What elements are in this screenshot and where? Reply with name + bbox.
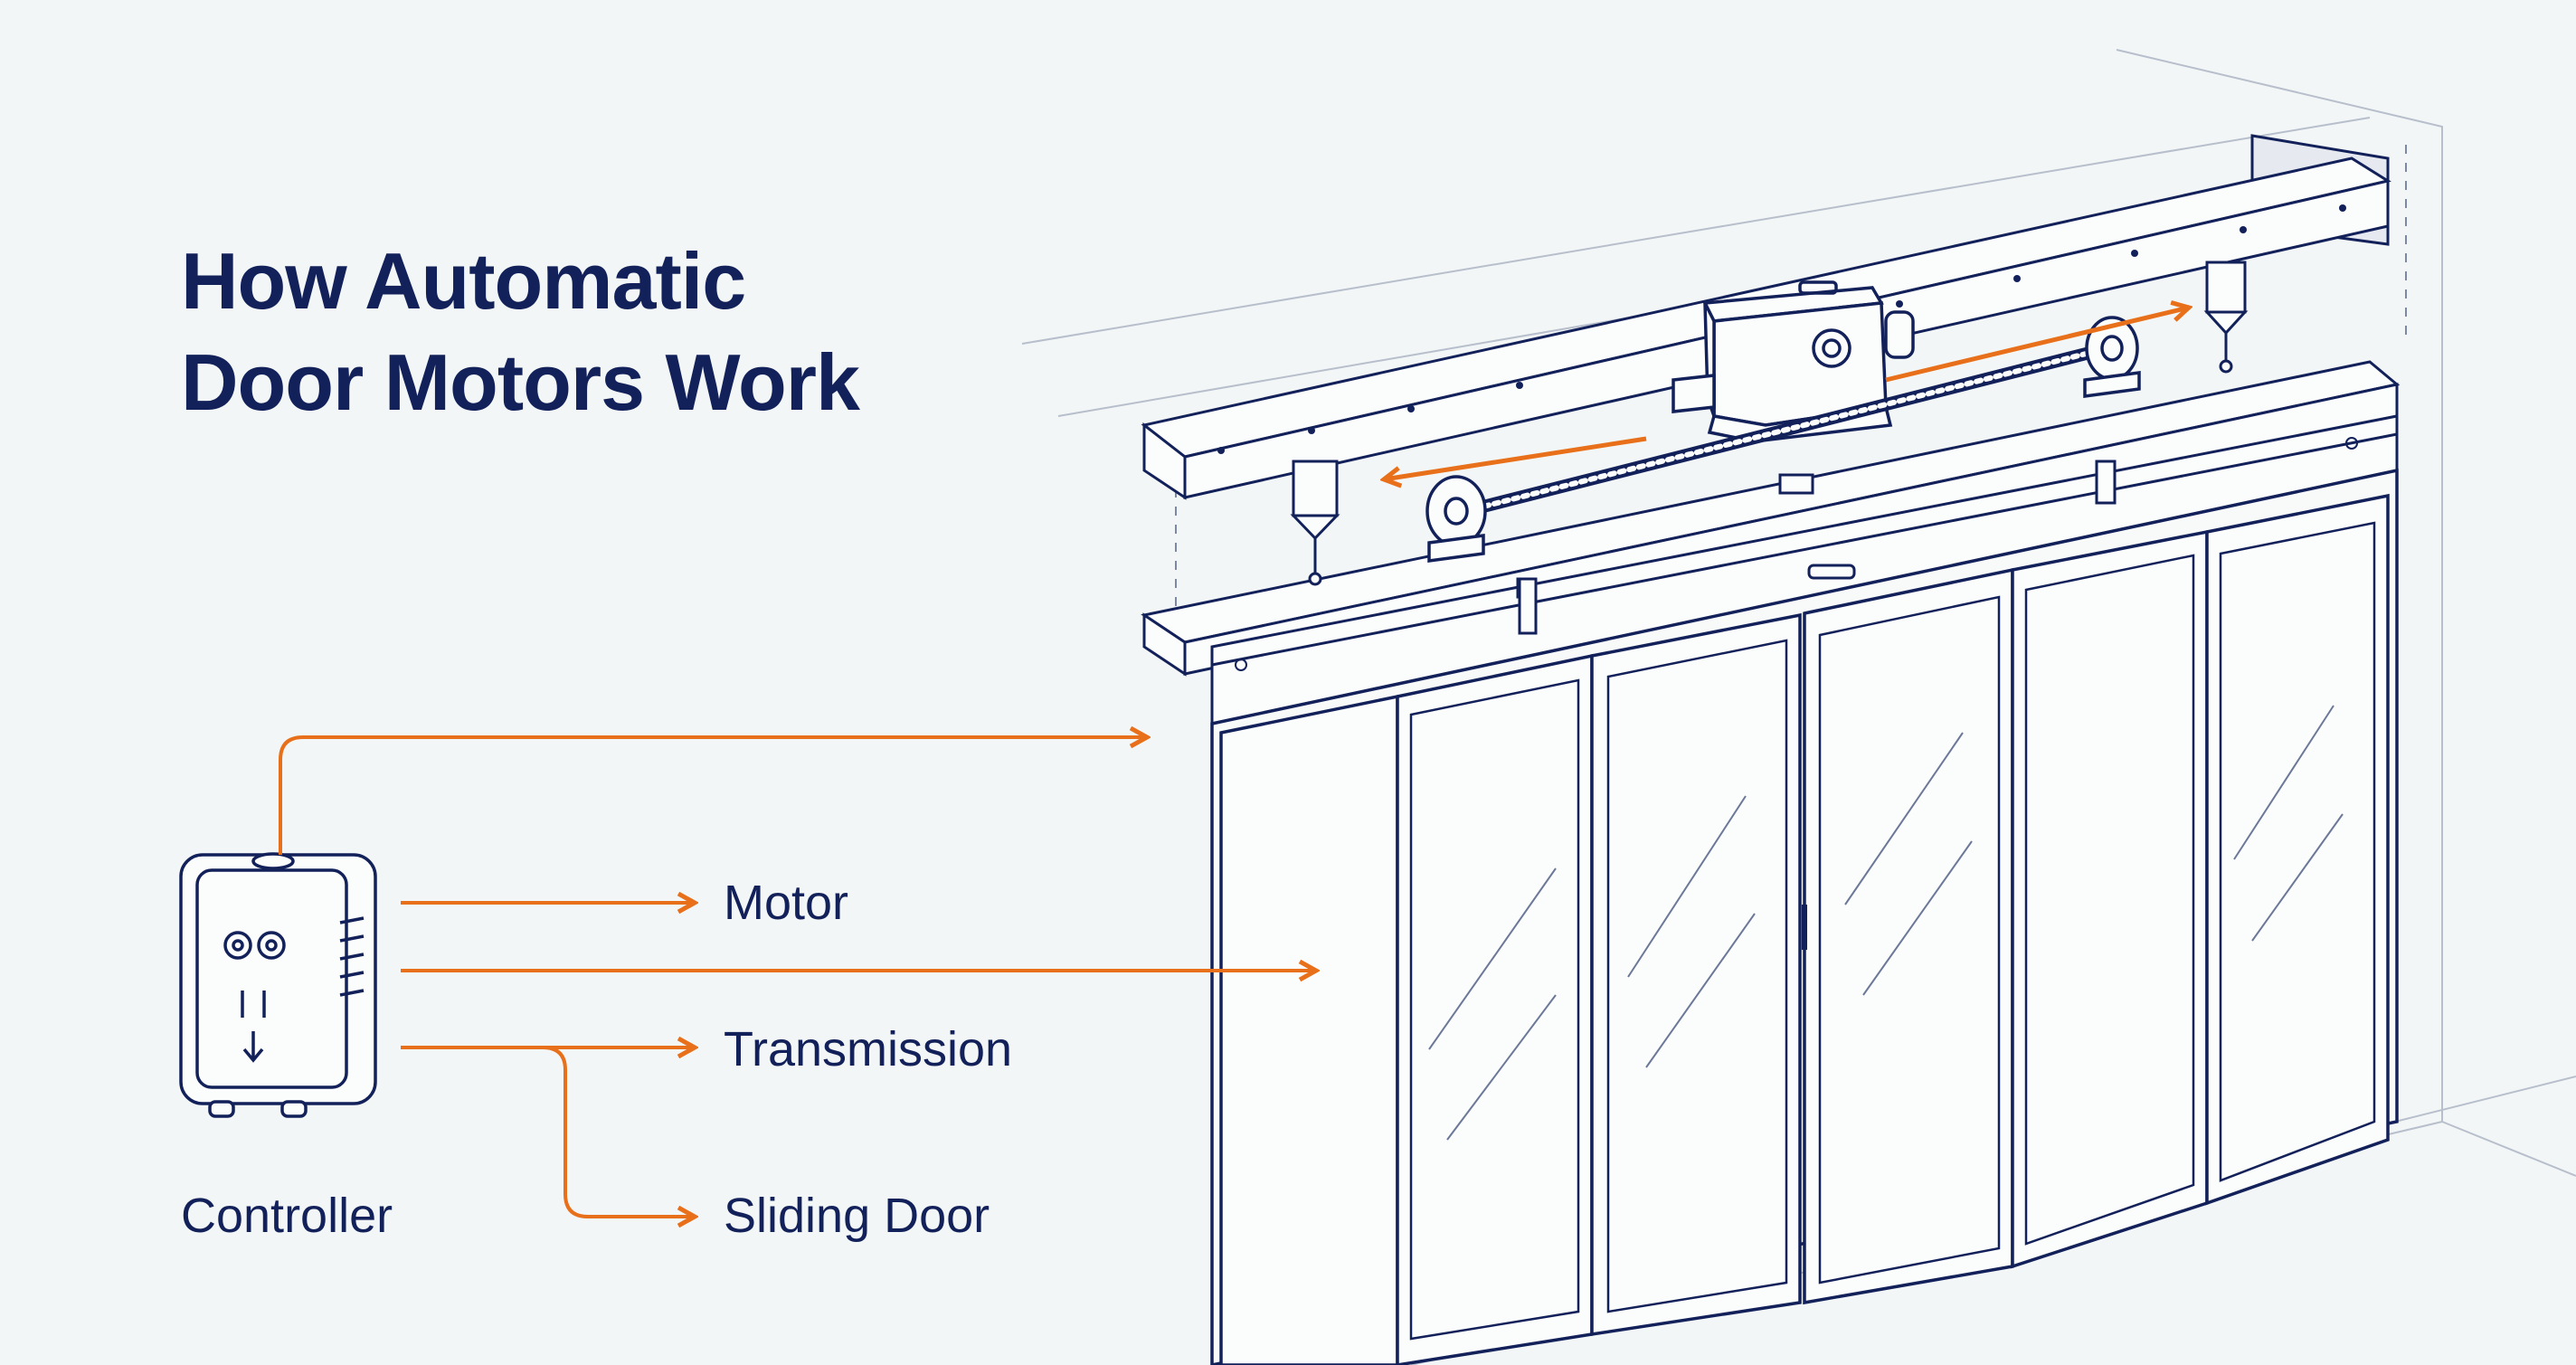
label-sliding-door: Sliding Door (724, 1189, 990, 1243)
belt-icon (1459, 342, 2114, 517)
dashed-guides (1175, 145, 2407, 633)
connector-arrows (279, 737, 1316, 1217)
controller-icon (179, 852, 377, 1118)
title-line-2: Door Motors Work (181, 337, 860, 427)
page-title: How Automatic Door Motors Work (181, 231, 860, 433)
title-line-1: How Automatic (181, 236, 746, 326)
door-motor-icon (1672, 280, 1915, 443)
pulley-icon (1425, 316, 2141, 563)
glass-reflections (1428, 705, 2344, 1141)
hangers (1290, 261, 2249, 635)
sliding-door-icon (1210, 468, 2399, 1365)
label-transmission: Transmission (724, 1022, 1013, 1076)
rail-rivets (1217, 204, 2358, 671)
label-controller: Controller (181, 1189, 393, 1243)
motion-arrows (1384, 308, 2189, 479)
label-motor: Motor (724, 876, 849, 930)
